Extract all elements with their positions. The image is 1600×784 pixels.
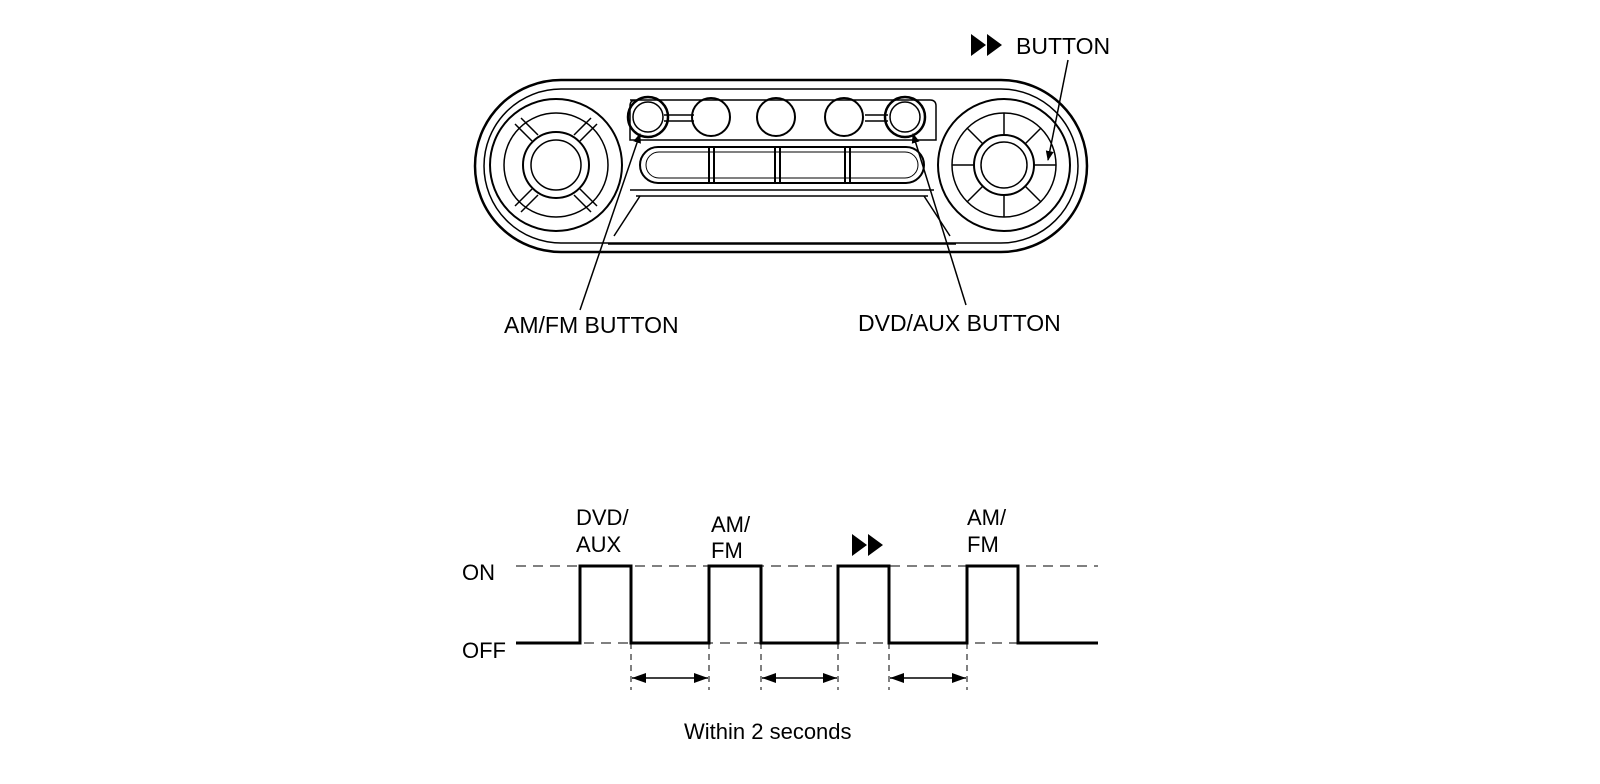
timing-diagram: ON OFF DVD/ AUX AM/ FM AM/ FM Within 2 s… xyxy=(462,505,1098,744)
ff-leader xyxy=(1045,59,1069,161)
ff-triangles-icon xyxy=(852,534,883,556)
pulse-2-label-line-1: AM/ xyxy=(711,512,751,537)
pulse-4-label-line-2: FM xyxy=(967,532,999,557)
dvdaux-button[interactable] xyxy=(883,95,927,139)
interval-caption: Within 2 seconds xyxy=(684,719,852,744)
interval-extension-lines xyxy=(630,643,968,690)
lower-tray xyxy=(608,189,956,245)
button-row xyxy=(626,95,937,141)
pulse-2-label-line-2: FM xyxy=(711,538,743,563)
display-strip xyxy=(639,146,925,184)
interval-arrows xyxy=(632,673,966,683)
signal-waveform xyxy=(516,564,1098,645)
off-level-label: OFF xyxy=(462,638,506,663)
amfm-button-label: AM/FM BUTTON xyxy=(504,312,679,338)
ff-button-label: BUTTON xyxy=(1016,33,1110,59)
pulse-1-label-line-2: AUX xyxy=(576,532,622,557)
ff-symbol-top xyxy=(971,34,1002,56)
on-level-label: ON xyxy=(462,560,495,585)
amfm-button[interactable] xyxy=(626,95,670,139)
left-knob[interactable] xyxy=(489,98,623,232)
radio-control-panel xyxy=(473,59,1089,311)
dvdaux-leader xyxy=(911,133,967,306)
preset-button-3[interactable] xyxy=(756,97,796,137)
dvdaux-button-label: DVD/AUX BUTTON xyxy=(858,310,1061,336)
preset-button-2[interactable] xyxy=(691,97,731,137)
amfm-leader xyxy=(579,133,641,311)
right-knob[interactable] xyxy=(937,98,1071,232)
panel-outer-housing xyxy=(473,78,1089,254)
preset-button-4[interactable] xyxy=(824,97,864,137)
panel-inner-rim xyxy=(483,88,1079,244)
ff-triangles-icon xyxy=(971,34,1002,56)
pulse-1-label-line-1: DVD/ xyxy=(576,505,629,530)
pulse-4-label-line-1: AM/ xyxy=(967,505,1007,530)
